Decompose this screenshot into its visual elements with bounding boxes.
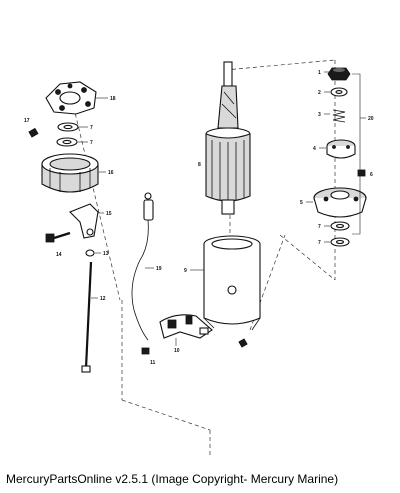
wire-part-19: [131, 192, 154, 341]
bolt-part-6: [357, 169, 366, 177]
callout-19: 19: [156, 266, 162, 272]
washer-part-7-right-a: [330, 221, 350, 231]
callout-12: 12: [100, 296, 106, 302]
nut-part-13: [85, 249, 95, 257]
callout-5: 5: [300, 200, 303, 206]
callout-4: 4: [313, 146, 316, 152]
callout-15: 15: [106, 211, 112, 217]
drive-end-cap-part-5: [313, 187, 367, 218]
washer-part-7-left-b: [56, 137, 78, 147]
callout-18: 18: [110, 96, 116, 102]
callout-6: 6: [370, 172, 373, 178]
magnet-ring-part-16: [41, 153, 99, 193]
callout-1: 1: [318, 70, 321, 76]
washer-part-7-right-b: [330, 237, 350, 247]
callout-7-c: 7: [318, 224, 321, 230]
callout-11: 11: [150, 360, 156, 366]
callout-13: 13: [103, 251, 109, 257]
callout-14: 14: [56, 252, 62, 258]
washer-part-2: [330, 87, 348, 97]
callout-20: 20: [368, 116, 374, 122]
callout-7-d: 7: [318, 240, 321, 246]
end-plate-part-18: [45, 81, 97, 115]
drive-gear-part-4: [326, 139, 356, 159]
callout-16: 16: [108, 170, 114, 176]
callout-8: 8: [198, 162, 201, 168]
callout-3: 3: [318, 112, 321, 118]
armature-part-8: [205, 61, 251, 215]
frame-screw: [238, 338, 248, 348]
callout-9: 9: [184, 268, 187, 274]
bolt-part-14: [45, 231, 71, 243]
callout-2: 2: [318, 90, 321, 96]
callout-10: 10: [174, 348, 180, 354]
nut-part-11: [141, 347, 150, 355]
nut-part-1: [327, 67, 351, 81]
exploded-parts-diagram: 18 17 7 7 16 15 14: [24, 59, 374, 455]
through-bolt-part-12: [81, 261, 93, 373]
spring-part-3: [332, 109, 346, 123]
callout-7-b: 7: [90, 140, 93, 146]
washer-part-7-left-a: [57, 122, 79, 132]
brush-holder-part-10: [159, 314, 213, 339]
callout-17: 17: [24, 118, 30, 124]
screw-part-17: [28, 127, 39, 138]
image-copyright-caption: MercuryPartsOnline v2.5.1 (Image Copyrig…: [6, 472, 339, 486]
bracket-part-15: [69, 203, 99, 239]
frame-housing-part-9: [203, 235, 261, 331]
callout-7-a: 7: [90, 125, 93, 131]
